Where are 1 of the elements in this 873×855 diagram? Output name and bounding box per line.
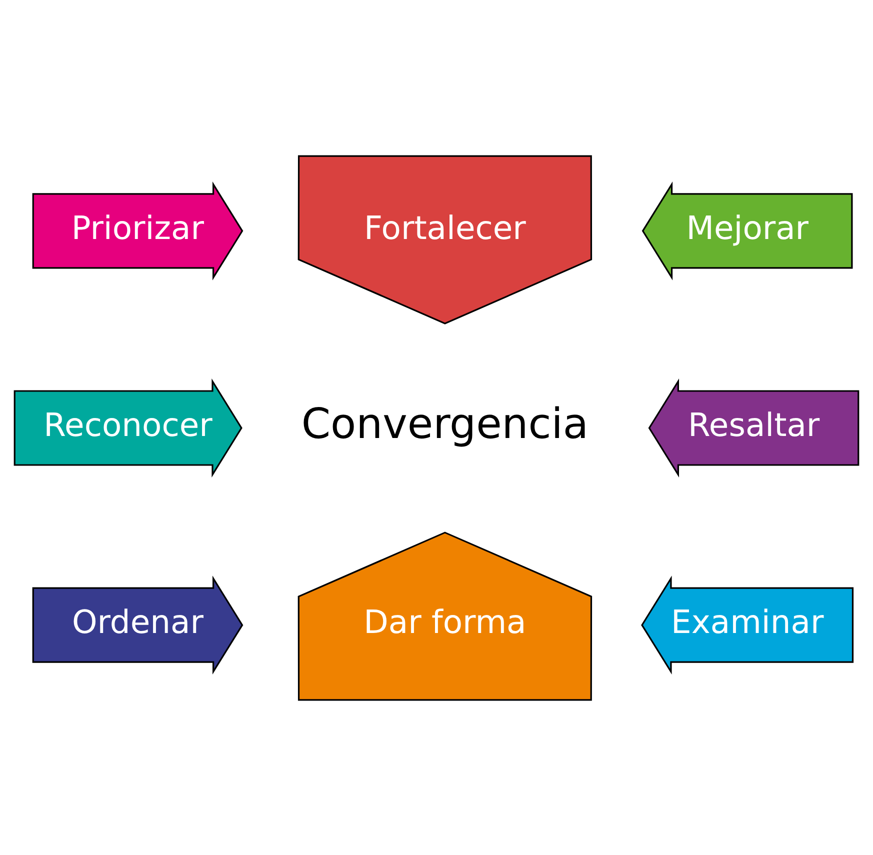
node-text: Convergencia — [301, 398, 589, 448]
